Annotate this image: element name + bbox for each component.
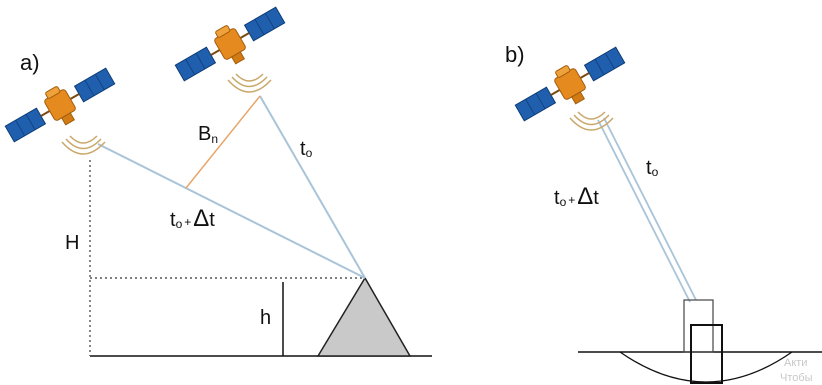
mountain bbox=[316, 276, 412, 357]
baseline-bn bbox=[185, 95, 261, 189]
label-bn: Bn bbox=[198, 123, 218, 146]
label-h: h bbox=[260, 307, 271, 329]
panel-b-label: b) bbox=[505, 42, 525, 67]
label-t0: to bbox=[300, 138, 313, 160]
label-H: H bbox=[65, 232, 79, 254]
lower-building bbox=[690, 324, 723, 384]
signal-waves-icon bbox=[61, 135, 106, 155]
watermark-line2: Чтобы bbox=[780, 372, 813, 384]
ray-t0-b bbox=[603, 117, 697, 301]
surface-depression bbox=[619, 351, 793, 383]
panel-a-label: a) bbox=[20, 50, 40, 75]
satellite-icon bbox=[509, 38, 632, 132]
satellite-icon bbox=[0, 59, 122, 153]
signal-waves-icon bbox=[227, 73, 272, 93]
panel-b: b) to to+Δt bbox=[505, 38, 822, 384]
ray-t0-dt bbox=[97, 143, 366, 279]
watermark-line1: Акти bbox=[784, 357, 807, 369]
label-t0-plus-delta-t-b: to+Δt bbox=[554, 183, 599, 210]
ray-t0-dt-b bbox=[597, 119, 691, 303]
label-t0-plus-delta-t: to+Δt bbox=[170, 205, 215, 232]
ray-t0 bbox=[259, 95, 366, 279]
label-t0-b: to bbox=[646, 157, 659, 179]
signal-waves-icon bbox=[569, 111, 614, 131]
panel-a: a) bbox=[0, 0, 432, 357]
satellite-icon bbox=[169, 0, 292, 92]
